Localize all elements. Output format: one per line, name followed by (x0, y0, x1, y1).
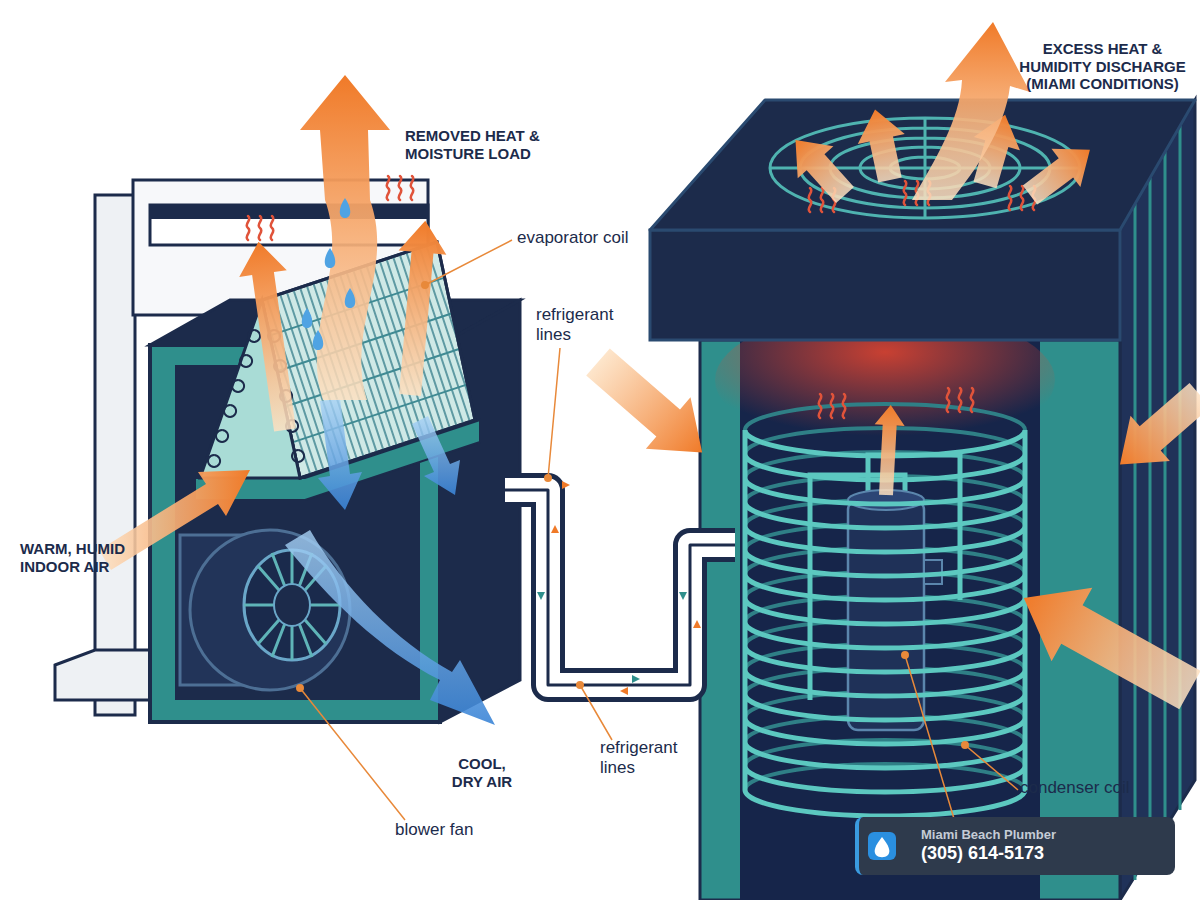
inflow-arrow (576, 336, 725, 478)
flow-arrows (551, 481, 701, 695)
fan-housing (190, 530, 350, 690)
refrigerant-divider (505, 490, 735, 685)
leader-lines (300, 240, 1018, 822)
refrigerant-pipe (505, 490, 735, 685)
side-grille (1135, 126, 1180, 880)
cool-air-arrow (318, 399, 362, 510)
heat-arrow (300, 75, 390, 400)
fan-hub (274, 584, 310, 626)
heat-squiggles (809, 181, 1036, 418)
part-label: evaporator coil (517, 228, 677, 248)
discharge-arrow-group (778, 124, 863, 211)
discharge-arrow (1016, 131, 1105, 214)
coil-fins (281, 331, 456, 389)
inflow-arrow-group (1003, 561, 1200, 727)
discharge-arrow (778, 124, 863, 211)
discharge-arrow (852, 105, 914, 185)
badge-name: Miami Beach Plumber (921, 827, 1175, 843)
badge-phone: (305) 614-5173 (921, 843, 1175, 865)
heat-arrow-group (235, 239, 309, 434)
leader-dots (296, 281, 969, 749)
flow-arrows (537, 592, 687, 683)
compressor-heat-group (871, 404, 906, 495)
compressor-heat-arrow (871, 404, 906, 495)
inflow-arrow (1100, 372, 1200, 487)
flow-heading: EXCESS HEAT & HUMIDITY DISCHARGE (MIAMI … (1005, 40, 1200, 93)
inflow-arrow-group (576, 336, 725, 478)
flow-heading: WARM, HUMID INDOOR AIR (20, 540, 145, 575)
badge-icon (868, 832, 896, 860)
condenser-lid (650, 230, 1120, 340)
inflow-arrow-group (1100, 372, 1200, 487)
part-label: condenser coil (1020, 778, 1180, 798)
badge-box: Miami Beach Plumber(305) 614-5173 (855, 817, 1175, 875)
heat-arrow (235, 239, 309, 434)
heat-arrow-group (386, 219, 449, 398)
cool-air-arrow (412, 416, 460, 495)
heat-squiggles (247, 176, 414, 240)
discharge-arrow-group (1016, 131, 1105, 214)
refrigerant-pipe-inner (505, 490, 735, 685)
discharge-arrow-group (852, 105, 914, 185)
wall-rail (150, 205, 428, 245)
flow-heading: COOL, DRY AIR (443, 755, 521, 790)
heat-arrow (386, 219, 449, 398)
part-label: blower fan (395, 820, 515, 840)
water-drops (302, 198, 356, 350)
wall-edge (95, 195, 135, 715)
inflow-arrow (1003, 561, 1200, 727)
part-label: refrigerant lines (600, 738, 700, 778)
condenser-side (1120, 100, 1195, 900)
cool-air-arrow (285, 530, 495, 725)
part-label: refrigerant lines (536, 305, 636, 345)
wall-ledge (55, 650, 150, 700)
discharge-arrow (912, 22, 1030, 200)
wall-rail-band (150, 205, 428, 219)
coil-back (745, 404, 1025, 790)
flow-heading: REMOVED HEAT & MOISTURE LOAD (405, 127, 565, 162)
badge-drop (875, 837, 890, 857)
condenser-top (650, 100, 1195, 230)
